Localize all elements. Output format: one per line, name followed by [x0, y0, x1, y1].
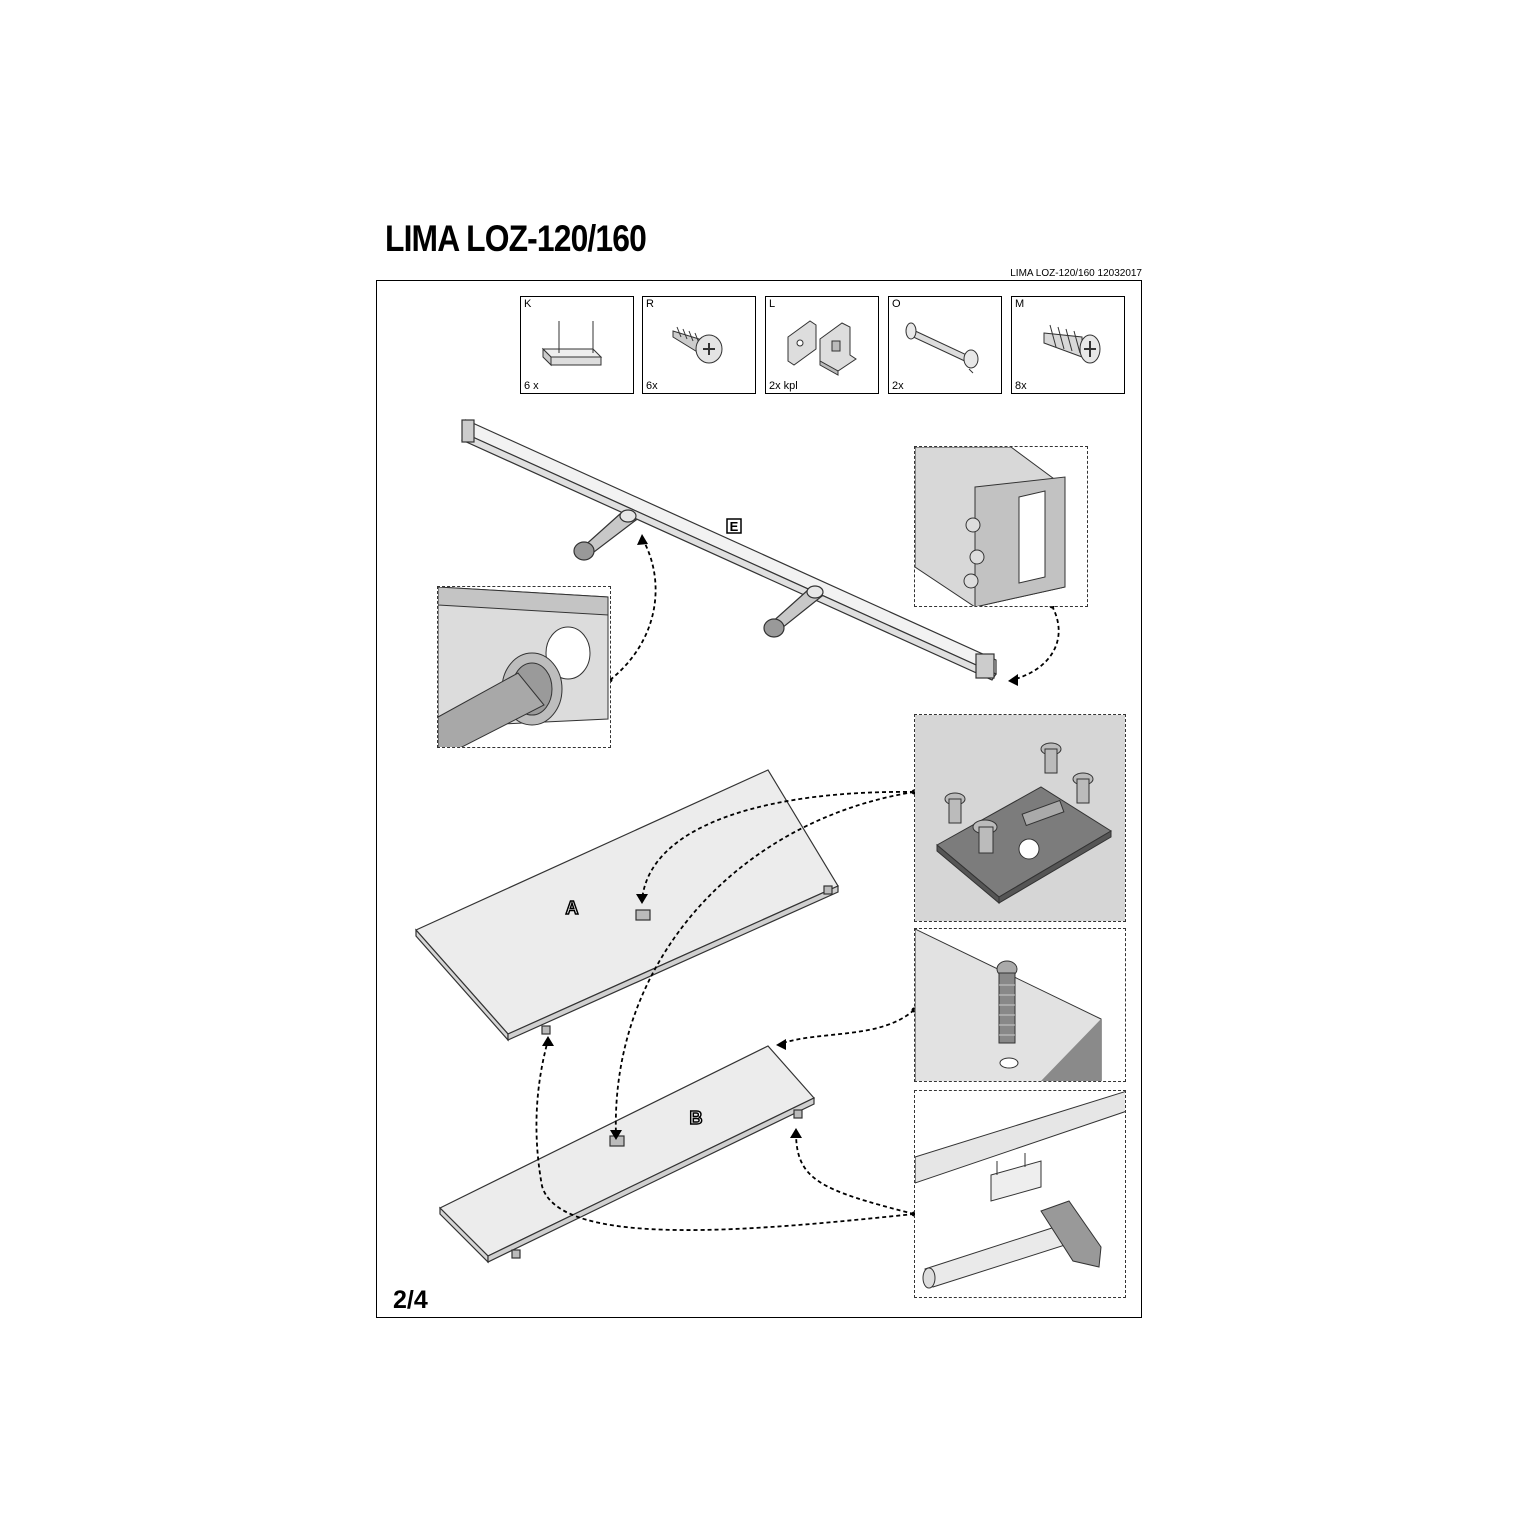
bolt-icon [905, 322, 979, 374]
detail-beam-end [914, 446, 1088, 607]
part-letter: L [769, 298, 776, 310]
part-qty: 8x [1015, 380, 1027, 392]
part-qty: 6x [646, 380, 658, 392]
part-k: K 6 x [520, 296, 634, 394]
detail-cam-screw [914, 928, 1126, 1082]
document-title: LIMA LOZ-120/160 [385, 218, 647, 259]
leg-socket-detail [438, 587, 610, 747]
detail-leg-socket [437, 586, 611, 748]
part-letter: K [524, 298, 532, 310]
part-letter: O [892, 298, 901, 310]
hammer-detail [915, 1091, 1125, 1297]
detail-hammer [914, 1090, 1126, 1298]
part-qty: 2x kpl [769, 380, 798, 392]
board-b [438, 1045, 815, 1264]
part-m: M 8x [1011, 296, 1125, 394]
beam-e [461, 419, 997, 681]
cam-screw-detail [915, 929, 1125, 1081]
board-a [415, 769, 839, 1042]
wooden-dowel-bracket-icon [541, 321, 603, 367]
wall-plug-icon [1043, 324, 1101, 364]
part-letter: R [646, 298, 654, 310]
bracket-set-icon [787, 320, 857, 376]
part-qty: 2x [892, 380, 904, 392]
part-r: R 6x [642, 296, 756, 394]
screw-icon [672, 326, 723, 364]
part-l: L 2x kpl [765, 296, 879, 394]
board-a-label: A [566, 898, 579, 918]
detail-connector-plate [914, 714, 1126, 922]
part-letter: M [1015, 298, 1025, 310]
board-b-label: B [690, 1108, 703, 1128]
beam-label: E [730, 519, 739, 534]
instruction-frame [376, 280, 1142, 1318]
beam-end-detail [915, 447, 1087, 606]
part-o: O 2x [888, 296, 1002, 394]
page-number: 2/4 [393, 1286, 428, 1314]
part-qty: 6 x [524, 380, 539, 392]
connector-arrows [535, 537, 1060, 1231]
connector-plate-detail [915, 715, 1125, 921]
document-code: LIMA LOZ-120/160 12032017 [1010, 268, 1142, 279]
